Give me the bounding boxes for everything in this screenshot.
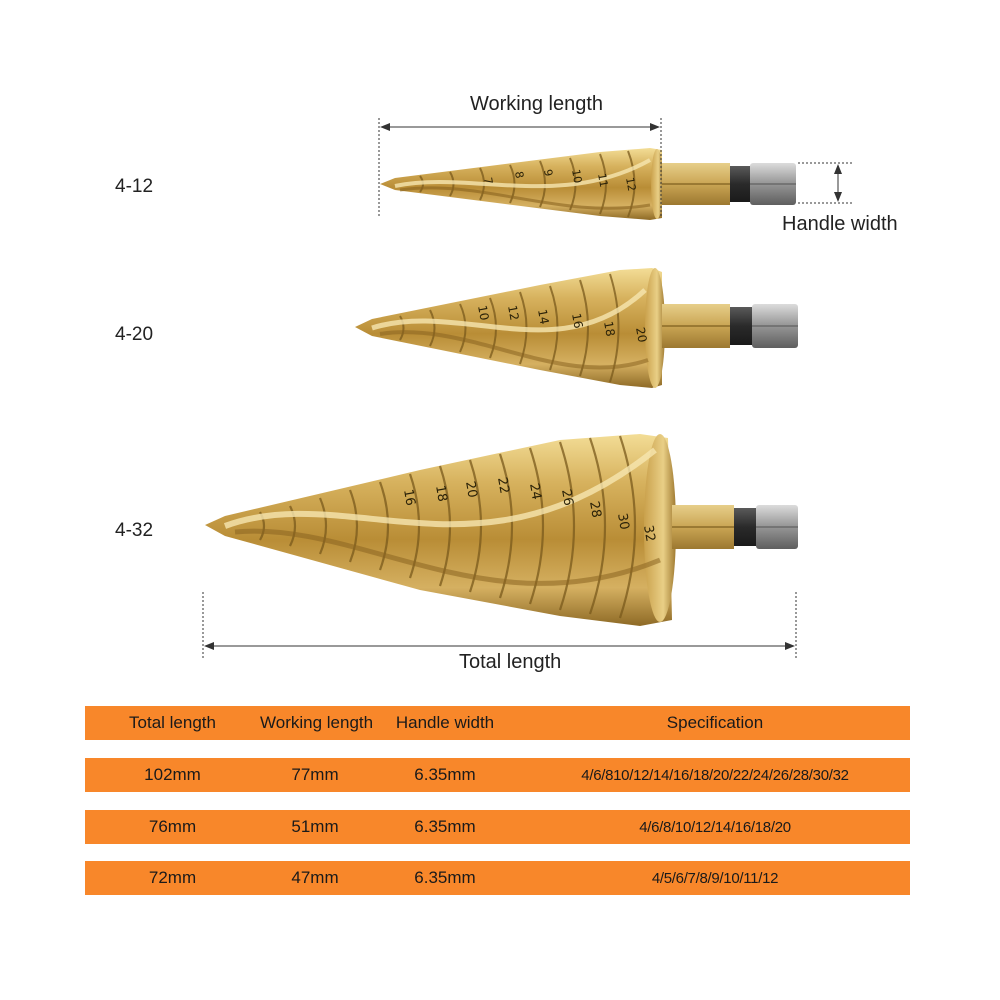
marking-b1-5: 12	[623, 176, 638, 192]
marking-b3-6: 28	[586, 500, 604, 519]
bit-size-label-4-32: 4-32	[115, 520, 154, 541]
table-row: 76mm 51mm 6.35mm 4/6/8/10/12/14/16/18/20	[85, 810, 910, 844]
table-row: 102mm 77mm 6.35mm 4/6/810/12/14/16/18/20…	[85, 758, 910, 792]
drill-bits-figure: 7 8 9 10 11 12 10 12 14 16 18 20 16 18 2…	[202, 118, 852, 658]
marking-b3-8: 32	[640, 524, 658, 543]
marking-b1-4: 11	[595, 172, 610, 188]
total-length-dimension	[202, 592, 797, 658]
cell-specification: 4/6/810/12/14/16/18/20/22/24/26/28/30/32	[581, 766, 849, 784]
marking-b2-2: 14	[535, 308, 551, 325]
marking-b2-4: 18	[601, 320, 617, 337]
total-length-label: Total length	[459, 651, 562, 673]
marking-b3-7: 30	[614, 512, 632, 531]
bit-size-label-4-12: 4-12	[115, 176, 154, 197]
marking-b2-3: 16	[569, 312, 585, 329]
cell-handle-width: 6.35mm	[414, 817, 476, 836]
table-row: 72mm 47mm 6.35mm 4/5/6/7/8/9/10/11/12	[85, 861, 910, 895]
cell-total-length: 72mm	[148, 868, 197, 887]
cell-working-length: 77mm	[291, 765, 339, 784]
marking-b3-0: 16	[400, 488, 418, 507]
handle-width-dimension	[798, 162, 852, 204]
drill-bit-4-32	[205, 434, 798, 626]
marking-b2-0: 10	[475, 304, 491, 321]
cell-specification: 4/6/8/10/12/14/16/18/20	[639, 818, 791, 836]
marking-b3-3: 22	[494, 476, 512, 495]
table-header-row: Total length Working length Handle width…	[85, 706, 910, 740]
marking-b1-1: 8	[512, 170, 526, 179]
marking-b2-5: 20	[633, 326, 649, 343]
marking-b3-1: 18	[432, 484, 450, 503]
marking-b1-0: 7	[481, 176, 495, 185]
cell-handle-width: 6.35mm	[414, 765, 476, 784]
header-total-length: Total length	[129, 713, 216, 732]
marking-b2-1: 12	[505, 304, 521, 321]
working-length-dimension	[378, 118, 662, 218]
cell-handle-width: 6.35mm	[414, 868, 476, 887]
cell-working-length: 51mm	[291, 817, 339, 836]
drill-bit-4-20	[355, 268, 798, 388]
marking-b3-2: 20	[462, 480, 480, 499]
drill-bit-4-12	[380, 148, 796, 220]
bit-markings: 7 8 9 10 11 12 10 12 14 16 18 20 16 18 2…	[400, 168, 658, 543]
marking-b3-5: 26	[558, 488, 576, 507]
header-working-length: Working length	[260, 713, 374, 732]
working-length-label: Working length	[470, 93, 604, 115]
handle-width-label: Handle width	[782, 213, 898, 235]
cell-total-length: 102mm	[144, 765, 201, 784]
header-handle-width: Handle width	[395, 713, 495, 732]
cell-total-length: 76mm	[148, 817, 197, 836]
header-specification: Specification	[666, 713, 764, 732]
bit-size-label-4-20: 4-20	[115, 324, 154, 345]
cell-specification: 4/5/6/7/8/9/10/11/12	[651, 869, 779, 887]
marking-b1-2: 9	[541, 168, 555, 177]
marking-b1-3: 10	[569, 168, 584, 184]
cell-working-length: 47mm	[291, 868, 339, 887]
marking-b3-4: 24	[526, 482, 544, 501]
